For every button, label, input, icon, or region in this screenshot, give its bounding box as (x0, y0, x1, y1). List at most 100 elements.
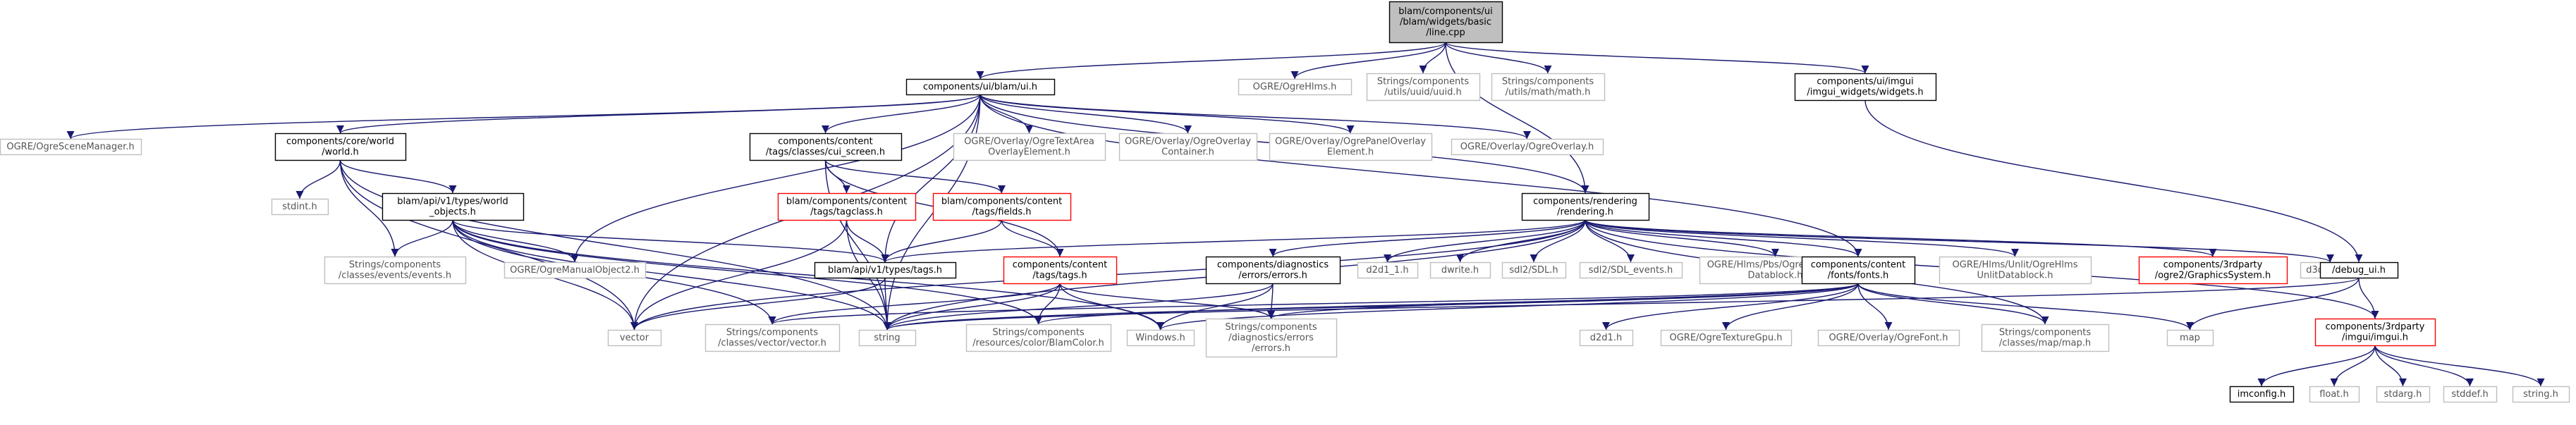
node-rendering[interactable]: components/rendering/rendering.h (1521, 192, 1650, 221)
node-box-ogreoverlay (1451, 138, 1604, 156)
node-cui_screen[interactable]: components/content/tags/classes/cui_scre… (749, 133, 903, 161)
edge-rendering-to-sdl_events (1585, 219, 1635, 263)
edge-rendering-to-d2d1_1 (1384, 219, 1586, 263)
node-label-sdl-0: sdl2/SDL.h (1509, 265, 1558, 276)
node-box-string_h (2512, 386, 2570, 403)
node-box-blamcolor (965, 324, 1112, 352)
node-ogrehlms: OGRE/OgreHlms.h (1238, 78, 1353, 96)
node-label-pbsdatablock-1: Datablock.h (1748, 271, 1803, 281)
node-imgui_widgets[interactable]: components/ui/imgui/imgui_widgets/widget… (1794, 73, 1937, 101)
node-uuid: Strings/components/utils/uuid/uuid.h (1366, 73, 1481, 101)
node-box-graphicssystem (2138, 256, 2288, 285)
edge-line_cpp-to-ui_h (976, 42, 1446, 80)
node-float: float.h (2309, 386, 2360, 403)
edge-rendering-to-graphicssystem (1585, 219, 2217, 257)
node-label-errors_h-2: /errors.h (1252, 343, 1290, 354)
node-fields[interactable]: blam/components/content/tags/fields.h (932, 192, 1072, 221)
edge-fonts-to-errors_h (1267, 283, 1859, 319)
edge-ui_h-to-world (336, 94, 981, 134)
node-box-math (1491, 73, 1606, 101)
node-label-fonts-0: components/content (1811, 260, 1905, 271)
node-imconfig[interactable]: imconfig.h (2229, 386, 2295, 403)
node-label-paneloverlay-1: Element.h (1327, 147, 1374, 158)
node-box-vector_h (704, 324, 841, 352)
node-ctags[interactable]: components/content/tags/tags.h (1003, 256, 1118, 285)
node-label-diag_errors-0: components/diagnostics (1217, 260, 1329, 271)
edge-cui_screen-to-fields (824, 159, 1006, 194)
node-label-graphicssystem-0: components/3rdparty (2163, 260, 2263, 271)
node-label-map_h-0: Strings/components (1999, 328, 2091, 338)
edge-world_objects-to-api_tags (452, 219, 889, 263)
node-fonts[interactable]: components/content/fonts/fonts.h (1801, 256, 1916, 285)
edge-fields-to-ctags (1001, 219, 1064, 257)
nodes-layer: blam/components/ui/blam/widgets/basic/li… (0, 1, 2570, 403)
node-box-sdl_events (1579, 261, 1683, 279)
node-box-manualobject (503, 261, 647, 279)
node-sdl: sdl2/SDL.h (1501, 261, 1567, 279)
node-api_tags[interactable]: blam/api/v1/types/tags.h (814, 261, 957, 279)
node-ogreoverlay: OGRE/Overlay/OgreOverlay.h (1451, 138, 1604, 156)
node-label-cui_screen-1: /tags/classes/cui_screen.h (766, 147, 885, 158)
node-label-math-1: /utils/math/math.h (1506, 87, 1591, 98)
edge-cui_screen-to-string (824, 159, 891, 331)
node-label-unlitdatablock-1: UnlitDatablock.h (1977, 271, 2053, 281)
node-label-uuid-1: /utils/uuid/uuid.h (1384, 87, 1462, 98)
edge-line_cpp-to-uuid (1419, 42, 1446, 74)
node-world[interactable]: components/core/world/world.h (274, 133, 407, 161)
edge-world_objects-to-blamcolor (452, 219, 1042, 325)
node-label-line_cpp-0: blam/components/ui (1398, 6, 1492, 17)
node-box-uuid (1366, 73, 1481, 101)
node-map_h: Strings/components/classes/map/map.h (1981, 324, 2110, 352)
node-label-debug_ui-0: /debug_ui.h (2332, 265, 2386, 276)
node-box-ui_h (905, 78, 1056, 96)
node-label-vector_h-1: /classes/vector/vector.h (718, 338, 826, 349)
node-label-d2d1-0: d2d1.h (1590, 333, 1622, 343)
edge-tagclass-to-vector (630, 219, 848, 331)
edge-line_cpp-to-math (1445, 42, 1552, 74)
node-d2d1: d2d1.h (1579, 329, 1634, 347)
node-sdl_events: sdl2/SDL_events.h (1579, 261, 1683, 279)
node-label-vector-0: vector (620, 333, 649, 343)
node-d2d1_1: d2d1_1.h (1357, 261, 1419, 279)
node-diag_errors[interactable]: components/diagnostics/errors/errors.h (1205, 256, 1341, 285)
node-label-tagclass-1: /tags/tagclass.h (810, 207, 883, 218)
node-box-stdarg (2376, 386, 2431, 403)
node-vector: vector (607, 329, 662, 347)
node-map: map (2166, 329, 2214, 347)
node-tagclass[interactable]: blam/components/content/tags/tagclass.h (777, 192, 917, 221)
node-manualobject: OGRE/OgreManualObject2.h (503, 261, 647, 279)
edge-rendering-to-d3d11_1 (1585, 219, 2334, 263)
node-world_objects[interactable]: blam/api/v1/types/world_objects.h (381, 192, 525, 221)
node-label-errors_h-1: /diagnostics/errors (1228, 333, 1314, 343)
node-box-dwrite (1429, 261, 1491, 279)
edge-imgui_h-to-imconfig (2257, 345, 2376, 387)
node-box-scenemanager (0, 138, 142, 156)
node-label-d2d1_1-0: d2d1_1.h (1366, 265, 1408, 276)
node-string_h: string.h (2512, 386, 2570, 403)
node-label-rendering-1: /rendering.h (1557, 207, 1613, 218)
node-label-api_tags-0: blam/api/v1/types/tags.h (828, 265, 942, 276)
node-box-string (858, 329, 917, 347)
node-box-float (2309, 386, 2360, 403)
node-ui_h[interactable]: components/ui/blam/ui.h (905, 78, 1056, 96)
node-debug_ui[interactable]: /debug_ui.h (2319, 261, 2399, 279)
edge-ui_h-to-fonts (979, 94, 1862, 257)
node-label-ctags-0: components/content (1013, 260, 1107, 271)
node-dwrite: dwrite.h (1429, 261, 1491, 279)
edge-fonts-to-vector_h (769, 283, 1859, 325)
node-box-paneloverlay (1269, 133, 1433, 161)
node-label-fields-0: blam/components/content (941, 197, 1062, 207)
edge-debug_ui-to-map (2185, 277, 2360, 331)
node-box-sdl (1501, 261, 1567, 279)
node-label-world_objects-0: blam/api/v1/types/world (397, 197, 508, 207)
node-box-api_tags (814, 261, 957, 279)
node-graphicssystem[interactable]: components/3rdparty/ogre2/GraphicsSystem… (2138, 256, 2288, 285)
edge-fonts-to-blamcolor (1034, 283, 1859, 325)
node-box-stdint (271, 198, 329, 216)
edge-fonts-to-map_h (1857, 283, 2049, 325)
node-imgui_h[interactable]: components/3rdparty/imgui/imgui.h (2314, 318, 2436, 347)
node-box-diag_errors (1205, 256, 1341, 285)
edge-world-to-vector (339, 159, 639, 331)
node-box-world (274, 133, 407, 161)
